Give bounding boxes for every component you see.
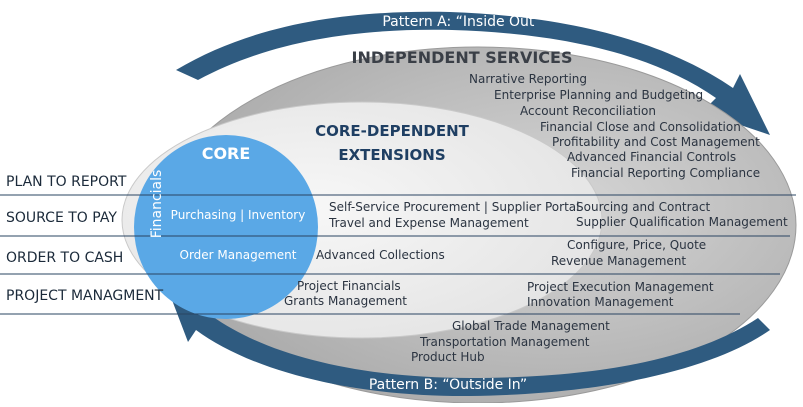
service-item: Account Reconciliation: [520, 104, 656, 118]
service-item: Transportation Management: [419, 335, 590, 349]
pattern-a-arrow: Pattern A: “Inside Out”: [176, 11, 770, 135]
extensions-source-list: Self-Service Procurement | Supplier Port…: [328, 200, 579, 230]
service-item: Sourcing and Contract: [576, 200, 711, 214]
row-label-order-to-cash: ORDER TO CASH: [6, 250, 123, 266]
extension-item: Project Financials: [297, 279, 401, 293]
row-labels: PLAN TO REPORT SOURCE TO PAY ORDER TO CA…: [6, 174, 164, 304]
bottom-services-list: Global Trade Management Transportation M…: [411, 319, 610, 364]
service-item: Configure, Price, Quote: [567, 238, 706, 252]
extension-item: Grants Management: [284, 294, 407, 308]
extension-item: Advanced Collections: [316, 248, 445, 262]
service-item: Innovation Management: [527, 295, 674, 309]
service-item: Product Hub: [411, 350, 485, 364]
source-services-list: Sourcing and Contract Supplier Qualifica…: [576, 200, 788, 229]
service-item: Supplier Qualification Management: [576, 215, 788, 229]
service-item: Global Trade Management: [452, 319, 610, 333]
service-item: Advanced Financial Controls: [567, 150, 736, 164]
core-purchasing-label: Purchasing | Inventory: [171, 208, 306, 222]
project-services-list: Project Execution Management Innovation …: [527, 280, 714, 309]
service-item: Financial Reporting Compliance: [571, 166, 760, 180]
extension-item: Travel and Expense Management: [328, 216, 529, 230]
plan-services-list: Narrative Reporting Enterprise Planning …: [469, 72, 760, 180]
independent-services-title: INDEPENDENT SERVICES: [352, 48, 573, 67]
core-financials-label: Financials: [149, 170, 165, 239]
pattern-a-label: Pattern A: “Inside Out”: [382, 14, 541, 30]
core-title: CORE: [202, 144, 251, 163]
service-item: Revenue Management: [551, 254, 686, 268]
row-label-project-management: PROJECT MANAGMENT: [6, 288, 164, 304]
row-label-plan-to-report: PLAN TO REPORT: [6, 174, 127, 190]
service-item: Project Execution Management: [527, 280, 714, 294]
core-order-label: Order Management: [180, 248, 297, 262]
core-circle: [134, 135, 318, 319]
service-item: Financial Close and Consolidation: [540, 120, 741, 134]
extensions-title-line2: EXTENSIONS: [338, 146, 445, 164]
pattern-b-label: Pattern B: “Outside In”: [369, 377, 527, 393]
order-services-list: Configure, Price, Quote Revenue Manageme…: [551, 238, 706, 268]
row-dividers: [0, 194, 796, 315]
extensions-title-line1: CORE-DEPENDENT: [315, 122, 470, 140]
extension-item: Self-Service Procurement | Supplier Port…: [329, 200, 579, 214]
row-label-source-to-pay: SOURCE TO PAY: [6, 210, 117, 226]
pattern-b-arrow: Pattern B: “Outside In”: [172, 300, 770, 397]
service-item: Profitability and Cost Management: [552, 135, 760, 149]
extensions-project-list: Project Financials Grants Management: [284, 279, 407, 308]
service-item: Narrative Reporting: [469, 72, 587, 86]
service-item: Enterprise Planning and Budgeting: [494, 88, 703, 102]
